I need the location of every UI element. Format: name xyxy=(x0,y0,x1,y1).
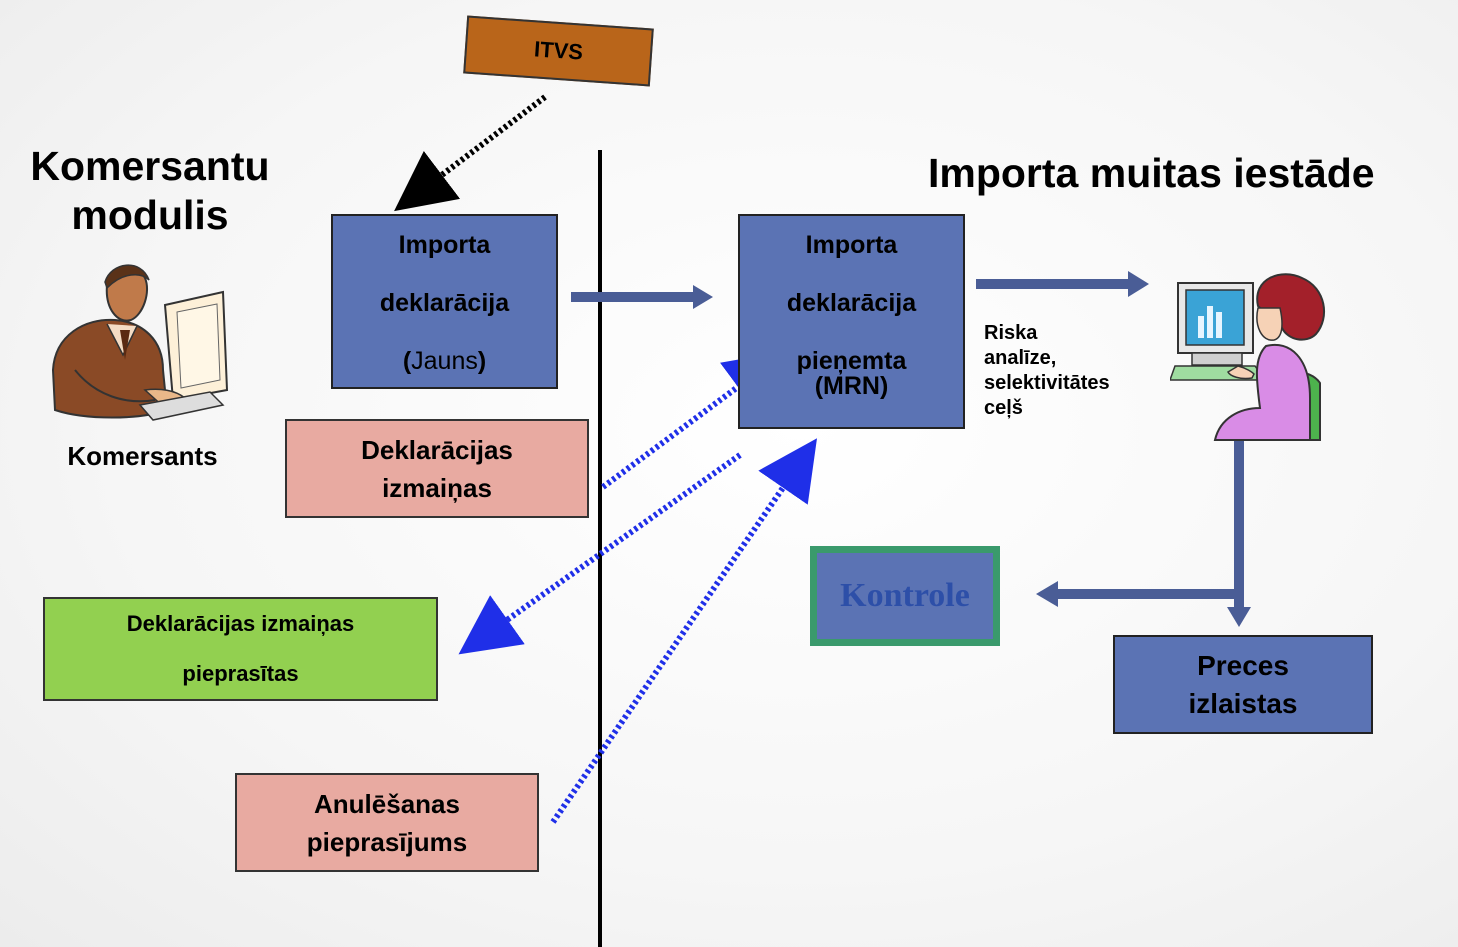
arrow-accepted-to-officer xyxy=(976,271,1149,297)
control-label: Kontrole xyxy=(840,577,970,614)
declaration-new-line2: deklarācija xyxy=(379,289,510,317)
changes-requested-box: Deklarācijas izmaiņas pieprasītas xyxy=(43,597,438,701)
businessman-computer-icon xyxy=(51,264,229,421)
declaration-changes-line1: Deklarācijas xyxy=(361,434,513,465)
declaration-new-box: Importa deklarācija (Jauns) xyxy=(331,214,558,389)
right-title: Importa muitas iestāde xyxy=(928,150,1375,196)
risk-analysis-text: Riska analīze, selektivitātes ceļš xyxy=(984,321,1159,421)
cancel-request-box: Anulēšanas pieprasījums xyxy=(235,773,539,872)
changes-requested-line2: pieprasītas xyxy=(182,661,299,686)
declaration-new-line1: Importa xyxy=(398,231,491,259)
declaration-changes-box: Deklarācijas izmaiņas xyxy=(285,419,589,518)
left-title: Komersantu modulis xyxy=(5,142,295,240)
released-line2: izlaistas xyxy=(1188,687,1298,719)
declaration-accepted-line4: (MRN) xyxy=(814,372,889,400)
declaration-accepted-line3: pieņemta xyxy=(796,347,907,375)
released-line1: Preces xyxy=(1197,649,1289,681)
declaration-accepted-line2: deklarācija xyxy=(786,289,917,317)
declaration-accepted-line1: Importa xyxy=(805,231,898,259)
risk-line3: selektivitātes xyxy=(984,372,1110,394)
declaration-new-status: (Jauns) xyxy=(402,347,487,375)
left-title-line2: modulis xyxy=(71,192,229,238)
arrow-officer-to-released xyxy=(1227,425,1251,627)
customs-officer-computer-icon xyxy=(1170,273,1325,441)
left-title-line1: Komersantu xyxy=(30,143,270,189)
dotted-accepted-to-requested xyxy=(458,452,742,655)
risk-line4: ceļš xyxy=(984,397,1023,419)
cancel-request-line2: pieprasījums xyxy=(306,826,468,857)
trader-label: Komersants xyxy=(67,441,218,471)
risk-line1: Riska xyxy=(984,322,1038,344)
declaration-new-word: Jauns xyxy=(411,347,478,375)
cancel-request-line1: Anulēšanas xyxy=(314,788,460,819)
itvs-arrow xyxy=(394,94,547,212)
declaration-changes-line2: izmaiņas xyxy=(382,472,492,503)
dotted-cancel-to-accepted xyxy=(550,438,818,824)
arrow-new-to-accepted xyxy=(571,285,713,309)
arrow-to-control xyxy=(1036,581,1240,607)
risk-line2: analīze, xyxy=(984,347,1057,369)
declaration-accepted-box: Importa deklarācija pieņemta (MRN) xyxy=(738,214,965,429)
control-box: Kontrole xyxy=(810,546,1000,646)
goods-released-box: Preces izlaistas xyxy=(1113,635,1373,734)
changes-requested-line1: Deklarācijas izmaiņas xyxy=(126,611,355,636)
